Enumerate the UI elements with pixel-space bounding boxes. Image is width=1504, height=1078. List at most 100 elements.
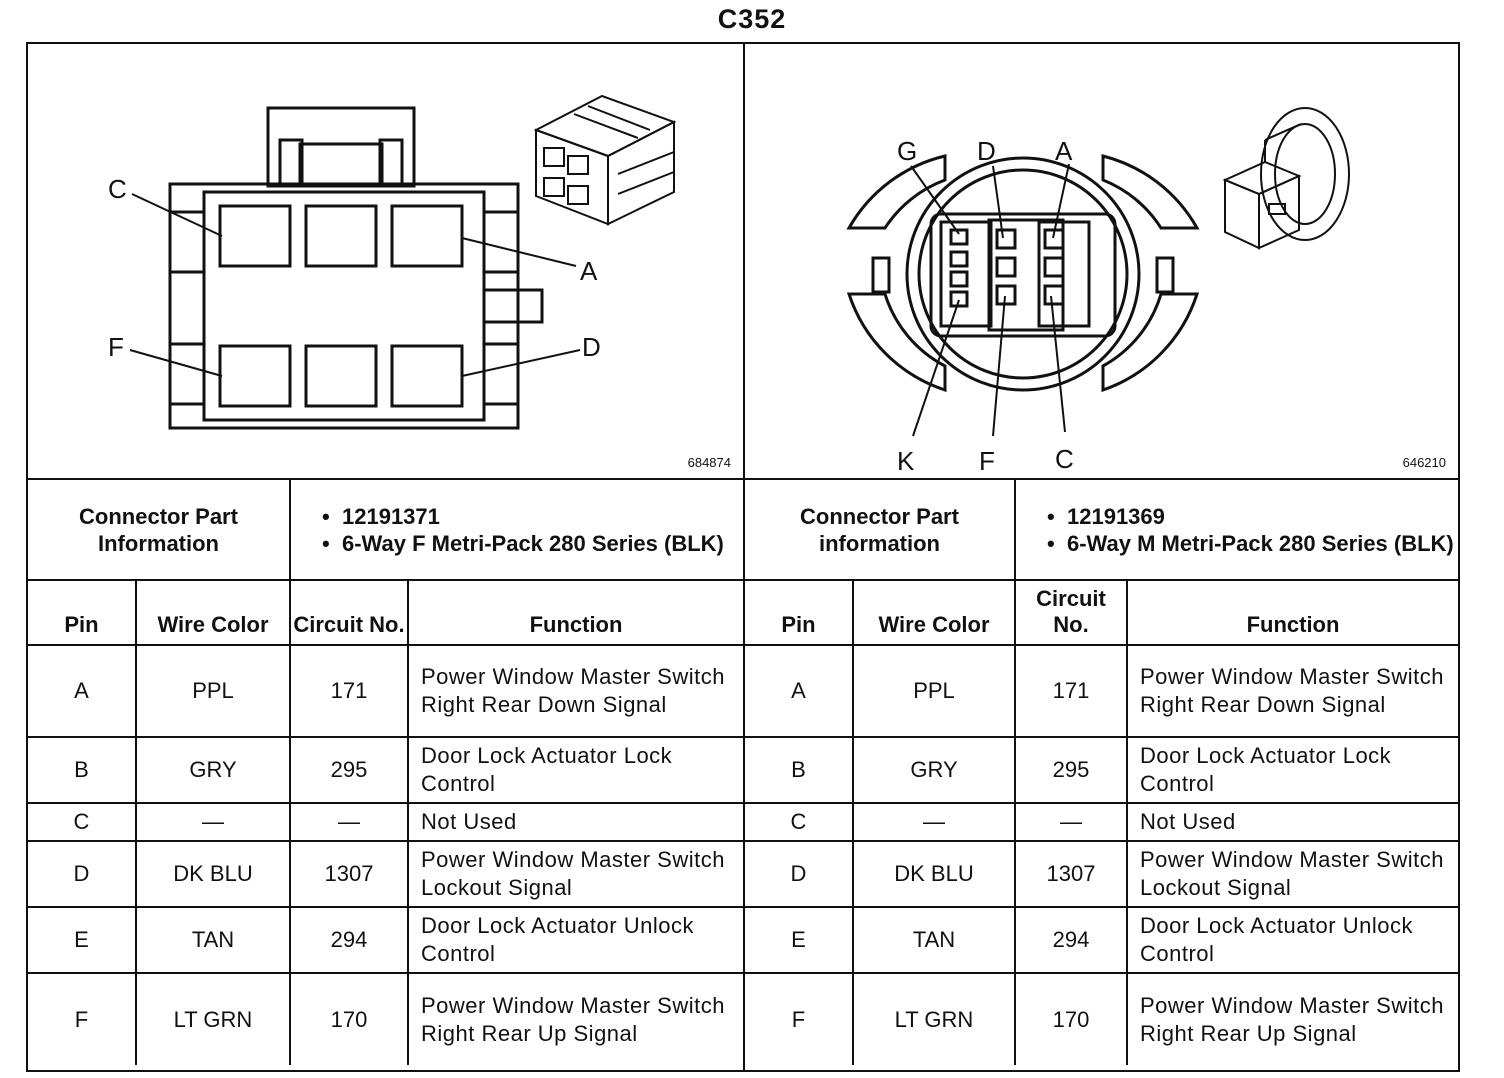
part-info-label: Connector Part Information [28, 480, 291, 581]
female-connector-diagram: C A F D 684874 [28, 44, 745, 480]
function-cell: Power Window Master Switch Right Rear Up… [1140, 992, 1444, 1046]
wire-cell: PPL [853, 645, 1016, 738]
circuit-cell: 294 [1015, 907, 1128, 974]
pin-cell: E [28, 907, 137, 974]
pin-cell: B [745, 737, 854, 804]
wire-cell: DK BLU [136, 841, 291, 908]
circuit-cell: — [290, 803, 409, 842]
female-connector-table: Connector Part Information 12191371 6-Wa… [28, 480, 745, 1070]
function-cell: Door Lock Actuator Lock Control [1127, 737, 1458, 804]
pin-cell: D [28, 841, 137, 908]
header-wire-color: Wire Color [853, 581, 1016, 646]
wire-cell: LT GRN [136, 973, 291, 1065]
header-circuit: Circuit No. [1015, 581, 1128, 646]
pin-cell: F [28, 973, 137, 1065]
wire-cell: — [136, 803, 291, 842]
wire-cell: — [853, 803, 1016, 842]
part-info-values: 12191371 6-Way F Metri-Pack 280 Series (… [290, 480, 743, 581]
header-wire-color: Wire Color [136, 581, 291, 646]
part-info-values: 12191369 6-Way M Metri-Pack 280 Series (… [1015, 480, 1458, 581]
wire-cell: GRY [136, 737, 291, 804]
part-info: Connector Part information 12191369 6-Wa… [745, 480, 1458, 581]
pin-label-d: D [977, 136, 996, 166]
pin-label-k: K [897, 446, 915, 476]
male-connector-diagram: G D A K F C 646210 [745, 44, 1458, 480]
table-row: E TAN 294 Door Lock Actuator Unlock Cont… [28, 907, 743, 974]
pin-label-c: C [108, 174, 127, 204]
wire-cell: PPL [136, 645, 291, 738]
function-cell: Door Lock Actuator Unlock Control [1127, 907, 1458, 974]
circuit-cell: 294 [290, 907, 409, 974]
function-cell: Power Window Master Switch Lockout Signa… [1127, 841, 1458, 908]
table-row: B GRY 295 Door Lock Actuator Lock Contro… [745, 737, 1458, 804]
header-function: Function [408, 581, 743, 646]
header-circuit: Circuit No. [290, 581, 409, 646]
circuit-cell: — [1015, 803, 1128, 842]
function-cell: Power Window Master Switch Right Rear Do… [1127, 645, 1458, 738]
table-row: C — — Not Used [28, 803, 743, 842]
wire-cell: TAN [853, 907, 1016, 974]
circuit-cell: 1307 [1015, 841, 1128, 908]
function-cell: Door Lock Actuator Unlock Control [408, 907, 743, 974]
pin-cell: B [28, 737, 137, 804]
part-description: 6-Way M Metri-Pack 280 Series (BLK) [1047, 530, 1457, 557]
table-row: B GRY 295 Door Lock Actuator Lock Contro… [28, 737, 743, 804]
pin-table: Pin Wire Color Circuit No. Function A PP… [28, 581, 743, 1065]
circuit-cell: 171 [290, 645, 409, 738]
circuit-cell: 295 [290, 737, 409, 804]
pin-table: Pin Wire Color Circuit No. Function A PP… [745, 581, 1458, 1065]
table-row: A PPL 171 Power Window Master Switch Rig… [28, 645, 743, 738]
pin-label-f: F [979, 446, 995, 476]
table-row: F LT GRN 170 Power Window Master Switch … [28, 973, 743, 1065]
circuit-cell: 171 [1015, 645, 1128, 738]
part-number: 12191371 [322, 503, 742, 530]
header-pin: Pin [28, 581, 137, 646]
table-row: E TAN 294 Door Lock Actuator Unlock Cont… [745, 907, 1458, 974]
table-row: C — — Not Used [745, 803, 1458, 842]
figure-id: 646210 [1402, 455, 1446, 470]
pin-cell: C [745, 803, 854, 842]
part-info: Connector Part Information 12191371 6-Wa… [28, 480, 743, 581]
pin-cell: A [28, 645, 137, 738]
male-connector-drawing: G D A K F C [846, 107, 1350, 476]
connector-frame: C A F D 684874 [26, 42, 1460, 1072]
wire-cell: GRY [853, 737, 1016, 804]
table-row: F LT GRN 170 Power Window Master Switch … [745, 973, 1458, 1065]
table-row: D DK BLU 1307 Power Window Master Switch… [28, 841, 743, 908]
header-pin: Pin [745, 581, 854, 646]
circuit-cell: 170 [290, 973, 409, 1065]
function-cell: Power Window Master Switch Right Rear Do… [408, 645, 743, 738]
pin-label-g: G [897, 136, 917, 166]
male-connector-table: Connector Part information 12191369 6-Wa… [745, 480, 1458, 1070]
circuit-cell: 1307 [290, 841, 409, 908]
part-number: 12191369 [1047, 503, 1457, 530]
connector-title: C352 [717, 4, 787, 34]
function-cell: Power Window Master Switch Lockout Signa… [408, 841, 743, 908]
function-cell: Not Used [1127, 803, 1458, 842]
circuit-cell: 170 [1015, 973, 1128, 1065]
wire-cell: TAN [136, 907, 291, 974]
pin-label-d: D [582, 332, 601, 362]
table-row: A PPL 171 Power Window Master Switch Rig… [745, 645, 1458, 738]
table-row: D DK BLU 1307 Power Window Master Switch… [745, 841, 1458, 908]
pin-cell: F [745, 973, 854, 1065]
female-connector-drawing: C A F D [108, 94, 677, 430]
pin-cell: C [28, 803, 137, 842]
pin-label-c: C [1055, 444, 1074, 474]
pin-cell: E [745, 907, 854, 974]
pin-cell: D [745, 841, 854, 908]
part-description: 6-Way F Metri-Pack 280 Series (BLK) [322, 530, 742, 557]
pin-label-f: F [108, 332, 124, 362]
pin-label-a: A [580, 256, 598, 286]
circuit-cell: 295 [1015, 737, 1128, 804]
wire-cell: LT GRN [853, 973, 1016, 1065]
function-cell: Not Used [408, 803, 743, 842]
part-info-label: Connector Part information [745, 480, 1016, 581]
pin-cell: A [745, 645, 854, 738]
wire-cell: DK BLU [853, 841, 1016, 908]
function-cell: Door Lock Actuator Lock Control [408, 737, 743, 804]
pin-label-a: A [1055, 136, 1073, 166]
figure-id: 684874 [687, 455, 731, 470]
header-function: Function [1127, 581, 1458, 646]
function-cell: Power Window Master Switch Right Rear Up… [421, 992, 725, 1046]
